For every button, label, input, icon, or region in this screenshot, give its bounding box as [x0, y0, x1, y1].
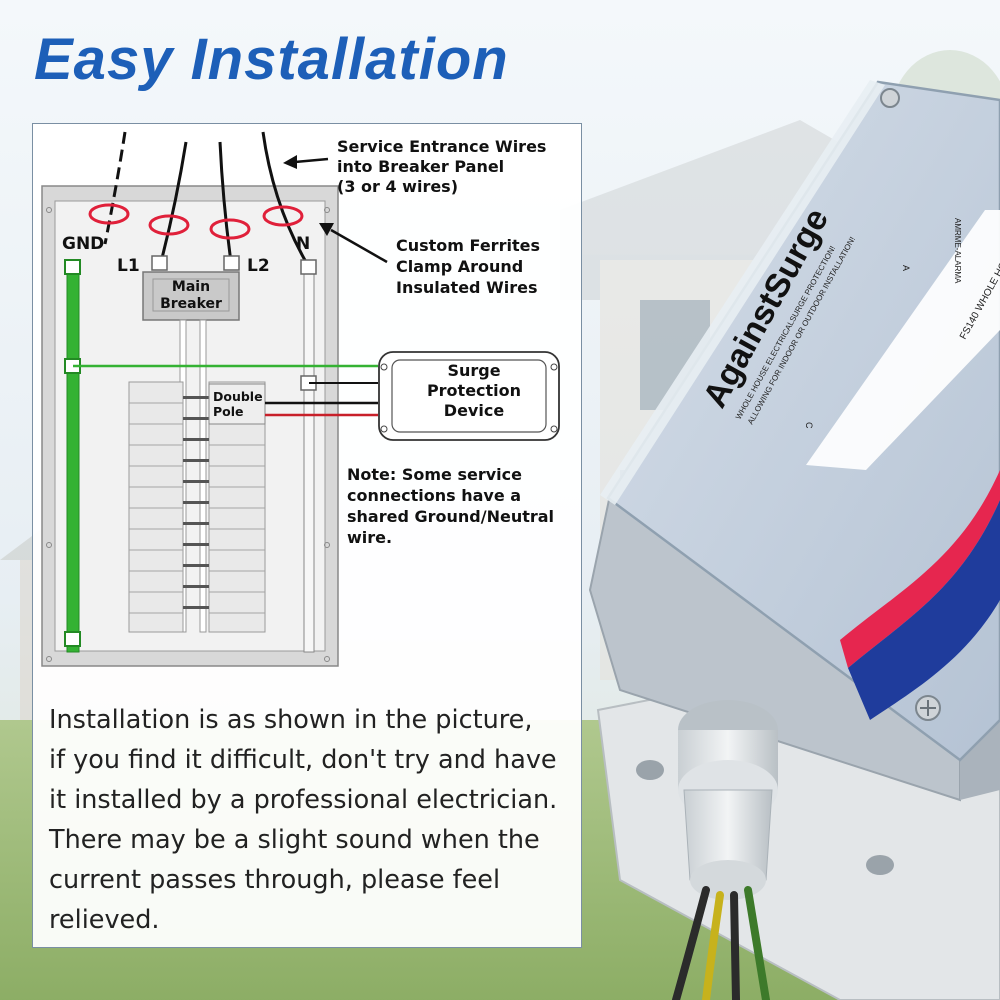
installation-description: Installation is as shown in the picture,… [49, 700, 569, 940]
terminal-label-l1: L1 [117, 256, 140, 276]
description-line: relieved. [49, 905, 160, 935]
description-line: if you find it difficult, don't try and … [49, 745, 557, 775]
service-wire-n [261, 131, 308, 263]
terminal-label-gnd: GND [62, 234, 104, 254]
main-breaker-label-2: Breaker [160, 296, 222, 312]
callout-ferrites-1: Custom Ferrites [396, 236, 540, 255]
product-mark-c: C [804, 422, 814, 429]
product-alarm: AMRME-ALARMA [953, 218, 962, 284]
service-arrow-head [283, 155, 297, 169]
description-line: current passes through, please feel [49, 865, 501, 895]
callout-service-3: (3 or 4 wires) [337, 177, 458, 196]
main-breaker [142, 271, 240, 321]
double-pole-label-2: Pole [213, 404, 244, 419]
surge-device-label-3: Device [444, 401, 505, 420]
description-line: Installation is as shown in the picture, [49, 705, 533, 735]
ferrite-ring-gnd [88, 203, 130, 225]
lid-screw [880, 88, 900, 108]
description-line: it installed by a professional electrici… [49, 785, 558, 815]
callout-service-2: into Breaker Panel [337, 157, 504, 176]
surge-device-label-2: Protection [427, 381, 521, 400]
service-wire-l1 [159, 141, 188, 263]
main-breaker-label-1: Main [172, 279, 210, 295]
device-stripe-blue [848, 500, 1000, 720]
description-line: There may be a slight sound when the [49, 825, 540, 855]
bus-tabs [183, 396, 209, 609]
callout-service-1: Service Entrance Wires [337, 137, 546, 156]
note-line-4: wire. [347, 528, 392, 547]
headline: Easy Installation [34, 27, 509, 92]
service-wire-l2 [218, 141, 233, 263]
double-pole-label-1: Double [213, 389, 263, 404]
wiring-diagram-panel: Main Breaker [32, 123, 582, 948]
callout-ferrites-2: Clamp Around [396, 257, 523, 276]
device-wires [672, 886, 770, 1000]
note-line-1: Note: Some service [347, 465, 522, 484]
ferrite-ring-l1 [148, 214, 190, 236]
device-label-area [806, 210, 1000, 470]
note-line-2: connections have a [347, 486, 521, 505]
surge-protection-device [378, 351, 560, 441]
surge-device-label-1: Surge [447, 361, 500, 380]
ferrite-arrow-head [319, 223, 334, 236]
service-wire-gnd [103, 131, 127, 245]
ferrite-ring-n [262, 205, 304, 227]
cable-gland [678, 700, 778, 900]
ferrite-arrow [330, 228, 388, 264]
service-arrow [294, 157, 329, 164]
device-stripe-red [840, 470, 1000, 668]
product-mark-a: A [901, 265, 911, 271]
ferrite-ring-l2 [209, 218, 251, 240]
terminal-label-l2: L2 [247, 256, 270, 276]
note-line-3: shared Ground/Neutral [347, 507, 554, 526]
terminal-label-n: N [296, 234, 310, 254]
wiring-diagram: Main Breaker [41, 131, 560, 667]
callout-ferrites-3: Insulated Wires [396, 278, 537, 297]
